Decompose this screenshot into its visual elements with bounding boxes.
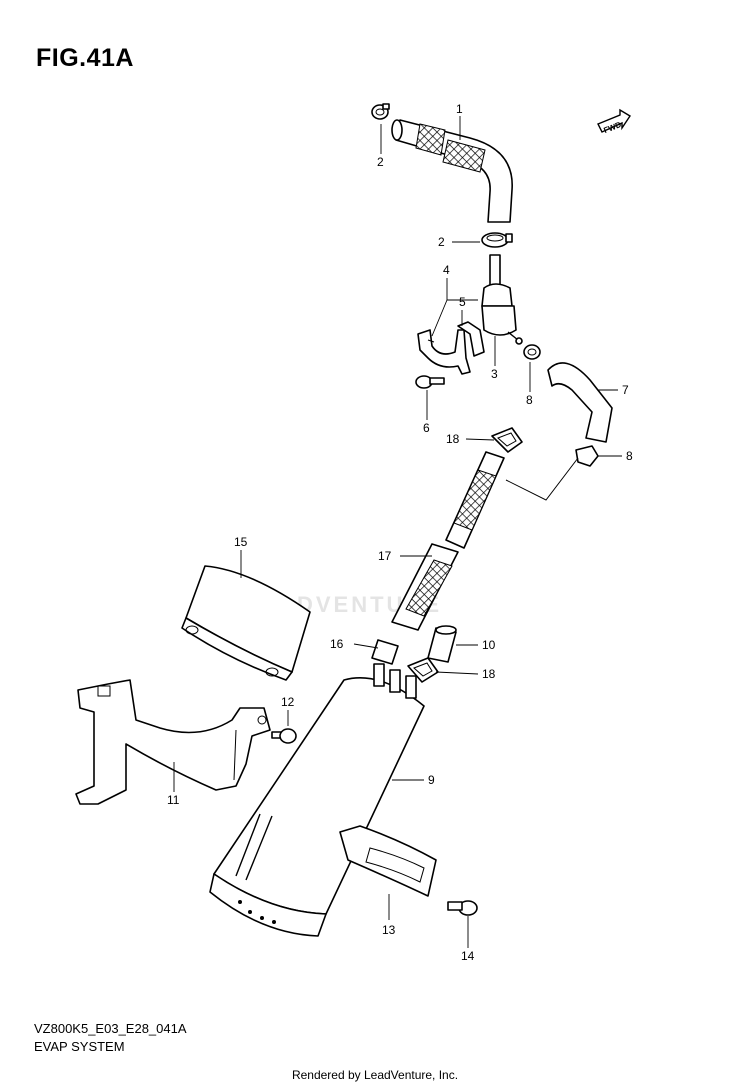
screw-upper — [415, 375, 445, 389]
leader-lines — [173, 116, 622, 948]
hose-curved — [547, 362, 613, 443]
strap-13 — [339, 825, 437, 897]
callout-4: 4 — [443, 263, 450, 277]
callout-10: 10 — [482, 638, 496, 652]
clamp-right-upper — [523, 344, 541, 360]
callout-9: 9 — [428, 773, 435, 787]
section-name: EVAP SYSTEM — [34, 1039, 125, 1054]
callout-16: 16 — [330, 637, 344, 651]
callout-7: 7 — [622, 383, 629, 397]
hose-upper — [391, 119, 513, 223]
bracket-holder — [417, 321, 485, 375]
callout-3: 3 — [491, 367, 498, 381]
callout-5: 5 — [459, 295, 466, 309]
mount-bracket — [75, 679, 271, 805]
callout-8-upper: 8 — [526, 393, 533, 407]
figure-title: FIG.41A — [36, 44, 134, 72]
bolt-12 — [271, 728, 297, 744]
callout-1: 1 — [456, 102, 463, 116]
callout-6: 6 — [423, 421, 430, 435]
hose-long — [391, 451, 579, 631]
callout-2-middle: 2 — [438, 235, 445, 249]
fitting-connector — [481, 254, 523, 345]
figure-caption: VZ800K5_E03_E28_041A EVAP SYSTEM — [34, 1020, 187, 1056]
screw-14 — [447, 900, 478, 916]
callout-18-lower: 18 — [482, 667, 496, 681]
clamp-18-upper — [491, 427, 523, 453]
callout-13: 13 — [382, 923, 396, 937]
callout-18-upper: 18 — [446, 432, 460, 446]
callout-8-lower: 8 — [626, 449, 633, 463]
callout-12: 12 — [281, 695, 295, 709]
clamp-upper — [371, 103, 390, 120]
callout-14: 14 — [461, 949, 475, 963]
canister-cover — [181, 565, 311, 681]
callout-17: 17 — [378, 549, 392, 563]
callout-15: 15 — [234, 535, 248, 549]
callout-2-upper: 2 — [377, 155, 384, 169]
clamp-right-lower — [575, 445, 599, 467]
fwd-arrow-icon: FWD — [597, 108, 631, 135]
sleeve-16 — [371, 639, 399, 665]
callout-11: 11 — [167, 793, 180, 807]
credit-text: Rendered by LeadVenture, Inc. — [291, 1068, 459, 1082]
model-code: VZ800K5_E03_E28_041A — [34, 1021, 187, 1036]
clamp-middle — [481, 232, 513, 248]
canister-9 — [209, 663, 425, 937]
cap-10 — [427, 625, 457, 663]
